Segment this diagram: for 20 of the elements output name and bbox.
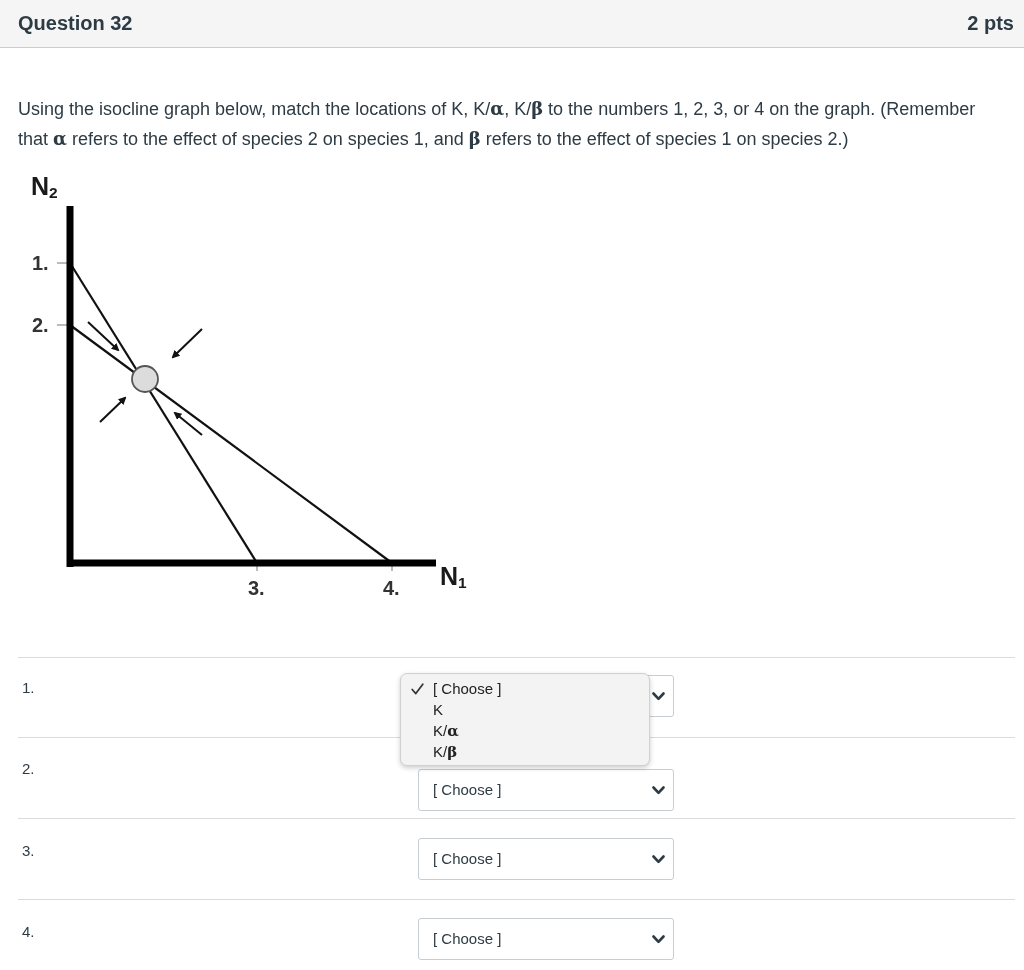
row-number: 1. (22, 679, 35, 697)
menu-option: K/α (433, 720, 459, 742)
tick-label: 1. (32, 251, 49, 275)
tick-label: 2. (32, 313, 49, 337)
row-number: 2. (22, 760, 35, 778)
points-label: 2 pts (967, 11, 1014, 36)
select-dropdown: [ Choose ] (418, 769, 674, 811)
select-dropdown: [ Choose ] (418, 918, 674, 960)
row-number: 3. (22, 842, 35, 860)
select-dropdown: [ Choose ] (418, 838, 674, 880)
tick-label: 4. (383, 576, 400, 600)
question-text: Using the isocline graph below, match the locations of K, K/α, K/β to the numbers 1, 2, 3, or 4 on the graph. (Remember that α refers to the effect of species 2 on species 1, and β refers to the effect of species 1 on species 2.) (18, 97, 977, 151)
menu-option: K/β (433, 741, 458, 763)
tick-label: 3. (248, 576, 265, 600)
menu-option: K (433, 699, 443, 720)
menu-option: [ Choose ] (433, 678, 502, 699)
question-title: Question 32 (18, 11, 133, 36)
axis-label: N$_{1}$ (440, 561, 467, 593)
row-number: 4. (22, 923, 35, 941)
axis-label: N$_{2}$ (31, 171, 58, 203)
